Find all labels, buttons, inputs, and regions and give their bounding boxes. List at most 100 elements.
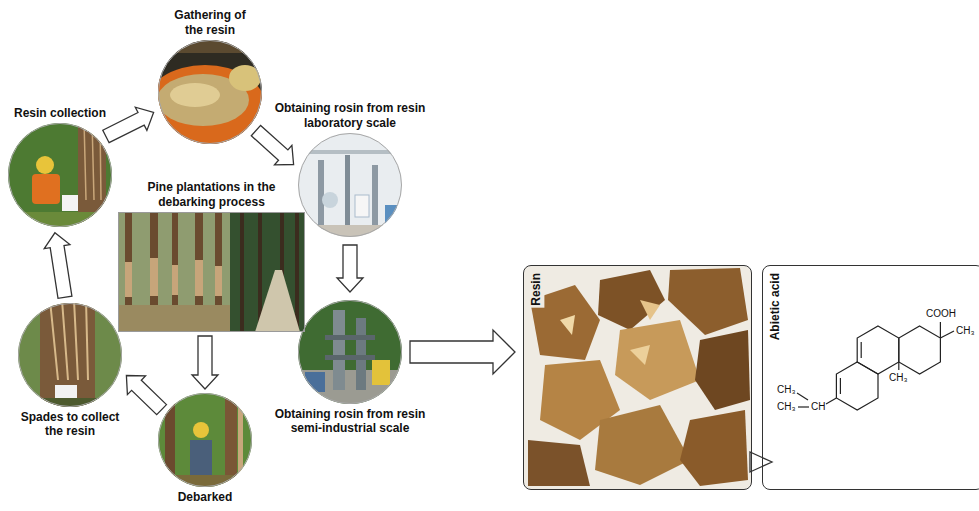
- photo-circle-step: Spades to collect the resin: [13, 303, 128, 439]
- step-label: Gathering of the resin: [165, 8, 255, 37]
- flow-arrow: [44, 233, 72, 298]
- step-label-block: Resin collection: [0, 106, 125, 120]
- laboratory-photo: [372, 165, 378, 225]
- rosin-photo: [695, 330, 750, 410]
- plantation-photo: [195, 260, 203, 296]
- laboratory-photo: [318, 160, 324, 230]
- step-label: Obtaining rosin from resin semi-industri…: [261, 407, 439, 436]
- photo-circle: [158, 40, 262, 144]
- photo-circle-step: Resin collection: [0, 106, 125, 227]
- box-title: Resin: [528, 271, 544, 308]
- abietic-acid-structure: [836, 362, 878, 410]
- photo-circle: [8, 123, 112, 227]
- abietic-acid-structure: [826, 398, 836, 404]
- plantation-photo: [118, 305, 230, 332]
- abietic-acid-structure: [798, 406, 809, 407]
- photo-circle-step: Gathering of the resin: [158, 8, 262, 144]
- photo-circle: [158, 393, 252, 487]
- photo-frame: [118, 212, 305, 332]
- photo-circle-step: Debarked: [155, 393, 255, 504]
- flow-arrow: [750, 452, 772, 472]
- spades-photo: [15, 398, 125, 410]
- flow-arrow: [192, 336, 218, 389]
- rosin-photo: [560, 315, 575, 335]
- step-label-block: Gathering of the resin: [165, 8, 255, 37]
- laboratory-photo: [300, 150, 400, 154]
- step-label: Pine plantations in the debarking proces…: [127, 180, 297, 209]
- step-label-block: Pine plantations in the debarking proces…: [127, 180, 297, 209]
- resin-collection-photo: [5, 120, 115, 230]
- rosin-photo: [528, 440, 590, 486]
- abietic-acid-structure: [797, 322, 954, 410]
- abietic-acid-structure: [861, 342, 862, 358]
- rosin-photo: [598, 270, 665, 330]
- photo-circle-step: Obtaining rosin from resin laboratory sc…: [261, 101, 439, 237]
- laboratory-photo: [385, 205, 397, 225]
- flow-arrow: [126, 376, 166, 415]
- abietic-acid-structure: [797, 393, 808, 400]
- semi-industrial-photo: [295, 298, 405, 410]
- step-label: Resin collection: [0, 106, 125, 120]
- step-label-block: Obtaining rosin from resin laboratory sc…: [261, 101, 439, 130]
- chem-group-label: CH: [811, 401, 825, 413]
- laboratory-photo: [345, 155, 350, 230]
- photo-circle-step: Obtaining rosin from resin semi-industri…: [261, 300, 439, 436]
- debarking-photo: [190, 440, 212, 480]
- debarking-photo: [155, 390, 255, 490]
- gathering-photo: [170, 83, 220, 107]
- gathering-photo: [145, 35, 270, 150]
- abietic-acid-structure: [940, 322, 941, 338]
- spades-photo: [40, 300, 95, 410]
- resin-collection-photo: [84, 120, 101, 200]
- photo-circle: [298, 300, 402, 404]
- rosin-photo: [630, 345, 650, 365]
- abietic-acid-structure: [898, 362, 899, 370]
- spades-photo: [50, 300, 88, 380]
- rosin-photo: [524, 266, 751, 489]
- abietic-acid-structure: [899, 326, 941, 374]
- flow-arrow: [410, 330, 515, 374]
- semi-industrial-photo: [325, 335, 375, 340]
- laboratory-photo: [300, 225, 400, 240]
- step-label-block: Spades to collect the resin: [13, 410, 128, 439]
- plantation-photo: [240, 212, 244, 332]
- abietic-acid-structure: [857, 326, 899, 374]
- spades-photo: [15, 300, 125, 410]
- resin-collection-photo: [5, 212, 115, 230]
- plantation-photo: [118, 212, 230, 332]
- plantation-photo: [295, 212, 299, 332]
- rosin-photo: [595, 405, 690, 485]
- gathering-photo: [229, 65, 261, 91]
- step-label: Spades to collect the resin: [13, 410, 128, 439]
- resin-photo-box: Resin: [523, 265, 752, 490]
- flow-arrow: [103, 107, 154, 143]
- structure-box: Abietic acid: [762, 265, 979, 490]
- semi-industrial-photo: [356, 318, 366, 390]
- abietic-acid-structure: [840, 378, 841, 394]
- resin-collection-photo: [62, 195, 78, 211]
- chem-group-label: COOH: [926, 308, 956, 320]
- resin-collection-photo: [32, 174, 60, 204]
- flow-arrow: [337, 245, 363, 292]
- rosin-photo: [640, 300, 660, 320]
- plantation-photo: [118, 212, 305, 332]
- abietic-acid-structure: [940, 331, 954, 338]
- photo-circle: [298, 133, 402, 237]
- gathering-photo: [145, 65, 265, 145]
- chem-group-label: CH₃: [777, 384, 796, 396]
- debarking-photo: [238, 390, 243, 490]
- rosin-photo: [615, 320, 700, 400]
- resin-collection-photo: [36, 156, 54, 174]
- debarking-photo: [155, 475, 255, 490]
- semi-industrial-photo: [325, 355, 375, 360]
- semi-industrial-photo: [372, 360, 390, 385]
- debarking-photo: [155, 390, 255, 490]
- rosin-photo: [524, 266, 751, 489]
- semi-industrial-photo: [305, 372, 325, 392]
- step-label: Obtaining rosin from resin laboratory sc…: [261, 101, 439, 130]
- laboratory-photo: [295, 130, 405, 240]
- step-label-block: Obtaining rosin from resin semi-industri…: [261, 407, 439, 436]
- chem-group-label: CH₃: [777, 401, 796, 413]
